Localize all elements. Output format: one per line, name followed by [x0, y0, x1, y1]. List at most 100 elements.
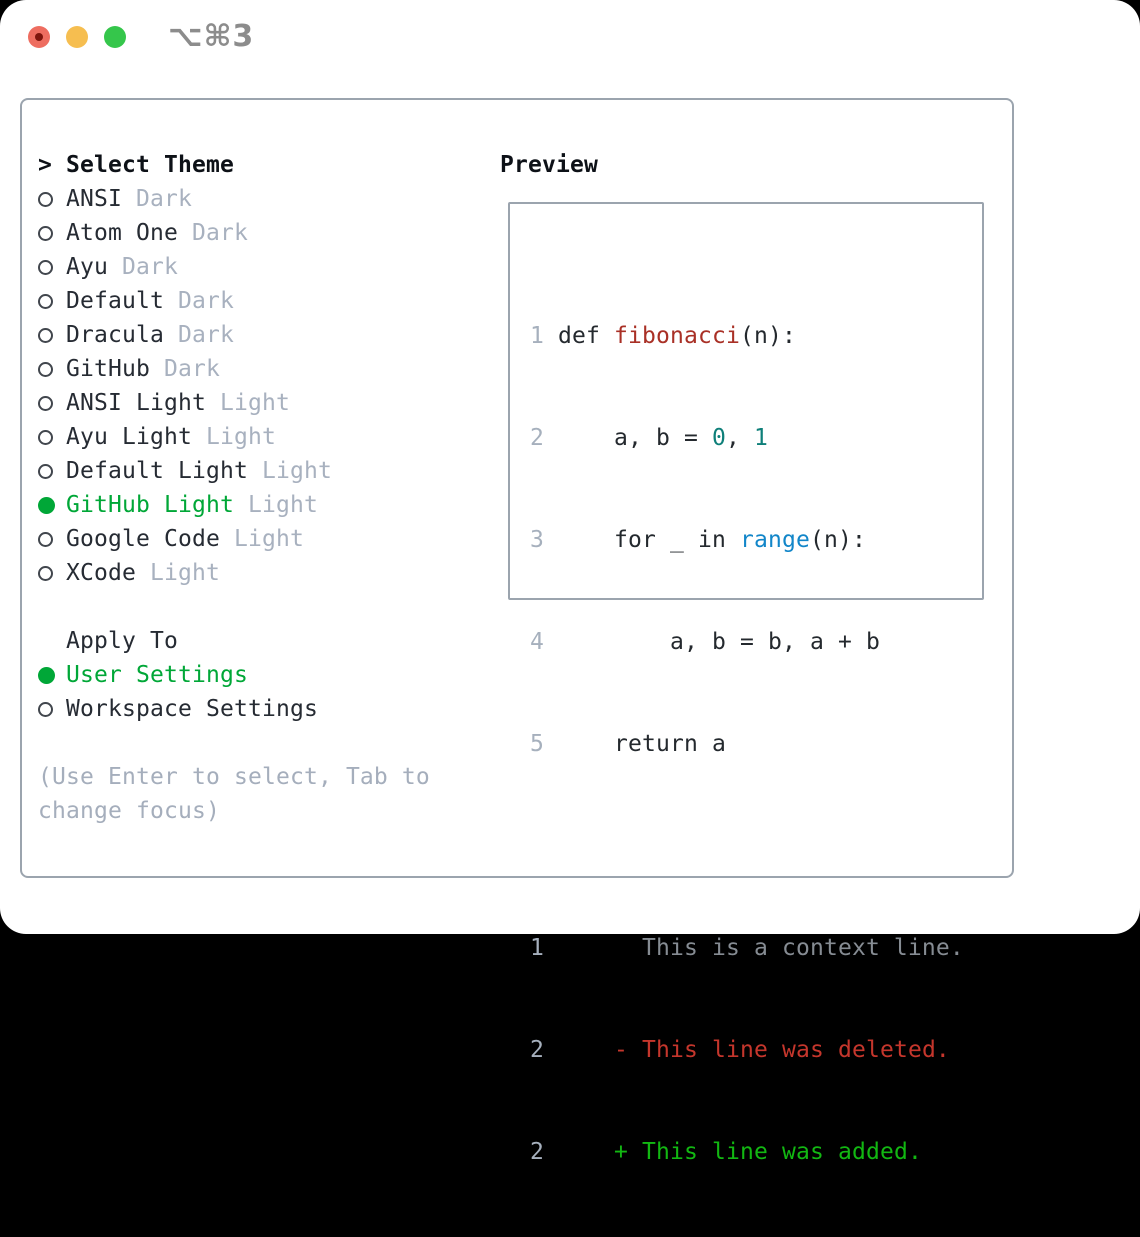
theme-name: Ayu: [66, 254, 108, 280]
radio-icon: [38, 429, 53, 445]
number-literal: 0: [711, 425, 726, 451]
theme-variant: Light: [247, 492, 318, 518]
window-title: ⌥⌘3: [168, 19, 255, 54]
code-line: 1 def fibonacci(n):: [530, 319, 964, 353]
radio-icon: [38, 191, 53, 207]
spacer: [38, 590, 478, 624]
theme-option-xcode[interactable]: XCode Light: [38, 556, 478, 590]
radio-icon: [38, 293, 53, 309]
select-theme-title: Select Theme: [66, 152, 234, 178]
theme-option-dracula-dark[interactable]: Dracula Dark: [38, 318, 478, 352]
code-line: 2 a, b = 0, 1: [530, 421, 964, 455]
radio-icon: [38, 327, 53, 343]
theme-option-default-dark[interactable]: Default Dark: [38, 284, 478, 318]
radio-selected-icon: [38, 666, 55, 684]
theme-variant: Dark: [136, 186, 192, 212]
theme-variant: Light: [150, 560, 220, 586]
theme-variant: Dark: [177, 288, 234, 314]
theme-name: ANSI: [66, 186, 122, 212]
radio-icon: [38, 463, 53, 479]
app-window: ⌥⌘3 > Select Theme ANSI Dark Atom One Da…: [0, 0, 1140, 1165]
theme-option-atom-one-dark[interactable]: Atom One Dark: [38, 216, 478, 250]
hint-text-line1: (Use Enter to select, Tab to: [38, 764, 430, 790]
apply-to-title: Apply To: [66, 628, 178, 654]
line-number: 2: [530, 1037, 558, 1063]
line-number: 4: [530, 629, 558, 655]
code-text: [558, 1139, 614, 1165]
line-number: 5: [530, 731, 558, 757]
theme-variant: Dark: [177, 322, 234, 348]
code-text: for _ in: [558, 527, 740, 553]
line-number: 1: [530, 323, 558, 349]
context-text: This is a context line.: [558, 935, 964, 961]
code-text: def: [558, 323, 614, 349]
line-number: 1: [530, 935, 558, 961]
theme-option-ansi-dark[interactable]: ANSI Dark: [38, 182, 478, 216]
radio-icon: [38, 395, 53, 411]
theme-variant: Light: [233, 526, 304, 552]
code-line: 5 return a: [530, 727, 964, 761]
theme-variant: Dark: [122, 254, 178, 280]
theme-variant: Dark: [163, 356, 220, 382]
radio-icon: [38, 701, 53, 717]
traffic-lights: [28, 26, 126, 48]
theme-option-google-code[interactable]: Google Code Light: [38, 522, 478, 556]
theme-variant: Dark: [191, 220, 248, 246]
diff-deleted-line: 2 - This line was deleted.: [530, 1033, 964, 1067]
apply-option-label: User Settings: [66, 662, 248, 688]
blank-line: [530, 829, 964, 863]
select-theme-header: > Select Theme: [38, 148, 478, 182]
added-text: + This line was added.: [614, 1139, 922, 1165]
theme-name: Google Code: [66, 526, 220, 552]
apply-option-workspace-settings[interactable]: Workspace Settings: [38, 692, 478, 726]
theme-variant: Light: [261, 458, 332, 484]
theme-option-github-dark[interactable]: GitHub Dark: [38, 352, 478, 386]
zoom-button[interactable]: [104, 26, 126, 48]
close-button[interactable]: [28, 26, 50, 48]
theme-option-github-light[interactable]: GitHub Light Light: [38, 488, 478, 522]
apply-option-label: Workspace Settings: [66, 696, 318, 722]
theme-name: ANSI Light: [66, 390, 206, 416]
preview-title: Preview: [500, 152, 598, 178]
code-text: ,: [725, 425, 754, 451]
hint-text-line2: change focus): [38, 798, 220, 824]
theme-list: > Select Theme ANSI Dark Atom One Dark A…: [38, 148, 478, 828]
theme-option-ayu-dark[interactable]: Ayu Dark: [38, 250, 478, 284]
radio-icon: [38, 565, 53, 581]
theme-name: Ayu Light: [66, 424, 192, 450]
code-text: [558, 1037, 614, 1063]
preview-pane: 1 def fibonacci(n): 2 a, b = 0, 1 3 for …: [508, 202, 984, 1165]
code-text: (n):: [739, 323, 796, 349]
apply-option-user-settings[interactable]: User Settings: [38, 658, 478, 692]
function-name: fibonacci: [614, 323, 740, 349]
deleted-text: - This line was deleted.: [614, 1037, 950, 1063]
number-literal: 1: [753, 425, 768, 451]
theme-option-ayu-light[interactable]: Ayu Light Light: [38, 420, 478, 454]
code-line: 4 a, b = b, a + b: [530, 625, 964, 659]
line-number: 2: [530, 1139, 558, 1165]
code-text: a, b =: [558, 425, 712, 451]
theme-option-ansi-light[interactable]: ANSI Light Light: [38, 386, 478, 420]
diff-added-line: 2 + This line was added.: [530, 1135, 964, 1169]
theme-name: GitHub Light: [66, 492, 234, 518]
theme-name: XCode: [66, 560, 136, 586]
line-number: 2: [530, 425, 558, 451]
radio-icon: [38, 361, 53, 377]
theme-name: Default: [66, 288, 164, 314]
radio-icon: [38, 531, 53, 547]
builtin-name: range: [739, 527, 810, 553]
theme-variant: Light: [219, 390, 290, 416]
theme-name: GitHub: [66, 356, 150, 382]
radio-icon: [38, 259, 53, 275]
theme-option-default-light[interactable]: Default Light Light: [38, 454, 478, 488]
theme-variant: Light: [205, 424, 276, 450]
code-text: a, b = b, a + b: [558, 629, 880, 655]
radio-icon: [38, 225, 53, 241]
theme-name: Dracula: [66, 322, 164, 348]
code-line: 3 for _ in range(n):: [530, 523, 964, 557]
diff-context-line: 1 This is a context line.: [530, 931, 964, 965]
minimize-button[interactable]: [66, 26, 88, 48]
code-preview: 1 def fibonacci(n): 2 a, b = 0, 1 3 for …: [530, 251, 964, 1237]
code-text: (n):: [809, 527, 866, 553]
radio-selected-icon: [38, 496, 55, 514]
